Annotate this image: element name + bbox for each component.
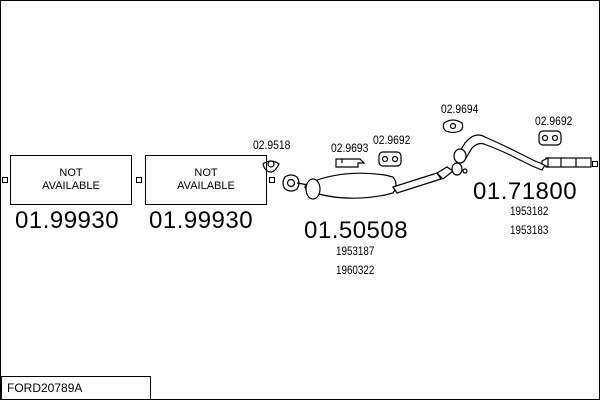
connector-marker — [592, 161, 598, 167]
fitting-number: 02.9694 — [441, 102, 479, 116]
reference-number: 1960322 — [336, 263, 375, 277]
rear-pipe-drawing — [453, 134, 592, 171]
document-code-box: FORD20789A — [1, 376, 151, 399]
not-available-line2: AVAILABLE — [42, 180, 100, 192]
connector-marker — [136, 177, 142, 183]
fitting-number: 02.9693 — [331, 141, 369, 155]
reference-number: 1953187 — [336, 244, 375, 258]
reference-number: 1953183 — [510, 223, 549, 237]
not-available-line1: NOT — [194, 167, 218, 179]
mounting-bracket-icon — [335, 158, 366, 168]
part-number: 01.99930 — [149, 207, 254, 234]
rubber-hanger-icon — [538, 130, 562, 146]
fitting-number: 02.9518 — [253, 138, 291, 152]
middle-silencer-drawing — [282, 162, 468, 200]
not-available-box: NOT AVAILABLE — [10, 155, 132, 205]
rubber-hanger-icon — [378, 151, 402, 167]
part-number: 01.99930 — [15, 207, 120, 234]
not-available-box: NOT AVAILABLE — [145, 155, 267, 205]
fitting-number: 02.9692 — [535, 114, 573, 128]
clamp-ring-icon — [262, 160, 280, 173]
gasket-icon — [442, 119, 464, 134]
not-available-line2: AVAILABLE — [177, 180, 235, 192]
not-available-line1: NOT — [59, 167, 83, 179]
reference-number: 1953182 — [510, 204, 549, 218]
document-code: FORD20789A — [7, 381, 83, 395]
connector-marker — [2, 177, 8, 183]
part-number: 01.50508 — [304, 217, 409, 244]
part-number: 01.71800 — [473, 178, 578, 205]
connector-marker — [269, 177, 275, 183]
fitting-number: 02.9692 — [373, 133, 411, 147]
